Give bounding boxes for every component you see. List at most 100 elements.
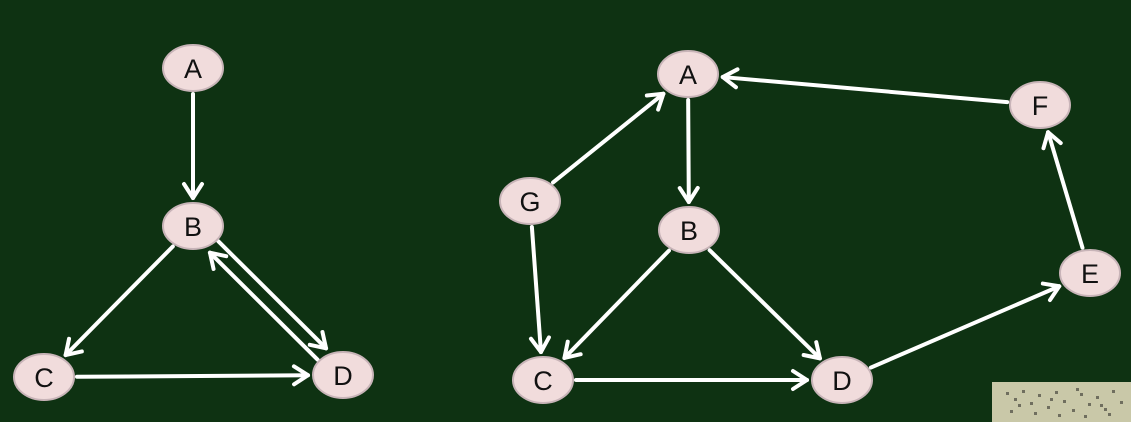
watermark-dot	[1088, 403, 1091, 406]
edge-b-to-c	[562, 248, 671, 360]
watermark-dot	[1080, 393, 1083, 396]
node-c: C	[13, 353, 75, 401]
watermark-dot	[1112, 390, 1115, 393]
node-label: A	[184, 54, 202, 84]
node-d: D	[811, 356, 873, 404]
node-label: C	[533, 366, 553, 396]
watermark-dot	[1058, 414, 1061, 417]
right-graph-edges	[528, 67, 1085, 391]
edge-line	[529, 224, 543, 355]
edge-c-to-d	[74, 364, 311, 387]
watermark-dot	[1018, 404, 1021, 407]
node-ellipse	[811, 356, 873, 404]
edge-line	[562, 248, 671, 360]
watermark-dot	[1034, 412, 1037, 415]
arrow-head-icon	[562, 339, 583, 360]
edge-b-to-d	[216, 239, 329, 351]
watermark-dot	[1120, 401, 1123, 404]
node-ellipse	[162, 44, 224, 92]
watermark-dot	[1010, 410, 1013, 413]
node-ellipse	[13, 353, 75, 401]
node-b: B	[162, 202, 224, 250]
arrow-head-icon	[207, 250, 229, 271]
watermark-dot	[1104, 408, 1107, 411]
watermark-dot	[1063, 400, 1066, 403]
arrow-head-icon	[801, 340, 822, 361]
node-a: A	[162, 44, 224, 92]
node-a: A	[657, 50, 719, 98]
arrow-head-icon	[63, 336, 84, 358]
node-label: F	[1032, 91, 1049, 121]
edge-g-to-c	[528, 224, 551, 355]
node-label: E	[1081, 259, 1099, 289]
edge-line	[720, 75, 1010, 105]
watermark-dot	[1014, 398, 1017, 401]
watermark-dot	[1076, 388, 1079, 391]
edge-line	[63, 244, 175, 358]
arrow-head-icon	[307, 330, 329, 351]
watermark-dot	[1096, 396, 1099, 399]
node-label: D	[832, 366, 852, 396]
watermark-dot	[1038, 394, 1041, 397]
watermark-dot	[1055, 391, 1058, 394]
edge-b-to-d	[707, 248, 822, 361]
node-ellipse	[658, 206, 720, 254]
edge-line	[216, 239, 329, 351]
node-ellipse	[499, 177, 561, 225]
edge-line	[1046, 130, 1085, 250]
watermark-dot	[1047, 406, 1050, 409]
watermark-dot	[1022, 390, 1025, 393]
edge-f-to-a	[720, 67, 1010, 105]
edge-g-to-a	[551, 91, 666, 185]
arrow-head-icon	[644, 91, 666, 112]
node-g: G	[499, 177, 561, 225]
node-label: B	[184, 212, 202, 242]
edge-line	[74, 373, 311, 379]
left-graph-nodes: A B C D	[13, 44, 374, 401]
arrow-head-icon	[1041, 130, 1063, 151]
corner-watermark	[992, 382, 1131, 422]
watermark-dot	[1100, 404, 1103, 407]
right-graph: A B C D E F G	[499, 50, 1121, 404]
arrow-head-icon	[791, 369, 809, 391]
node-label: C	[34, 363, 54, 393]
watermark-dot	[1030, 402, 1033, 405]
edge-b-to-c	[63, 244, 175, 358]
edge-a-to-b	[677, 97, 700, 205]
node-ellipse	[1059, 249, 1121, 297]
arrow-head-icon	[291, 364, 311, 387]
edge-e-to-f	[1041, 130, 1085, 250]
node-ellipse	[162, 202, 224, 250]
node-c: C	[512, 356, 574, 404]
arrow-head-icon	[677, 185, 700, 205]
edge-a-to-b	[182, 92, 204, 200]
arrow-head-icon	[1040, 281, 1062, 303]
node-b: B	[658, 206, 720, 254]
edge-line	[707, 248, 822, 361]
edge-d-to-e	[868, 281, 1062, 370]
watermark-dot	[1072, 409, 1075, 412]
edge-line	[868, 284, 1062, 370]
edge-line	[686, 97, 691, 205]
node-label: D	[333, 361, 353, 391]
edge-d-to-b	[207, 250, 320, 362]
node-label: B	[680, 216, 698, 246]
arrow-head-icon	[720, 67, 740, 90]
left-graph: A B C D	[13, 44, 374, 401]
node-ellipse	[512, 356, 574, 404]
node-label: G	[519, 187, 540, 217]
watermark-dot	[1108, 413, 1111, 416]
watermark-dot	[1006, 392, 1009, 395]
node-d: D	[312, 351, 374, 399]
watermark-dot	[1050, 398, 1053, 401]
node-ellipse	[312, 351, 374, 399]
edge-c-to-d	[574, 369, 809, 391]
right-graph-nodes: A B C D E F G	[499, 50, 1121, 404]
edge-line	[207, 250, 320, 362]
arrow-head-icon	[182, 182, 204, 200]
edge-line	[551, 91, 666, 185]
node-e: E	[1059, 249, 1121, 297]
node-f: F	[1009, 81, 1071, 129]
watermark-dot	[1084, 415, 1087, 418]
